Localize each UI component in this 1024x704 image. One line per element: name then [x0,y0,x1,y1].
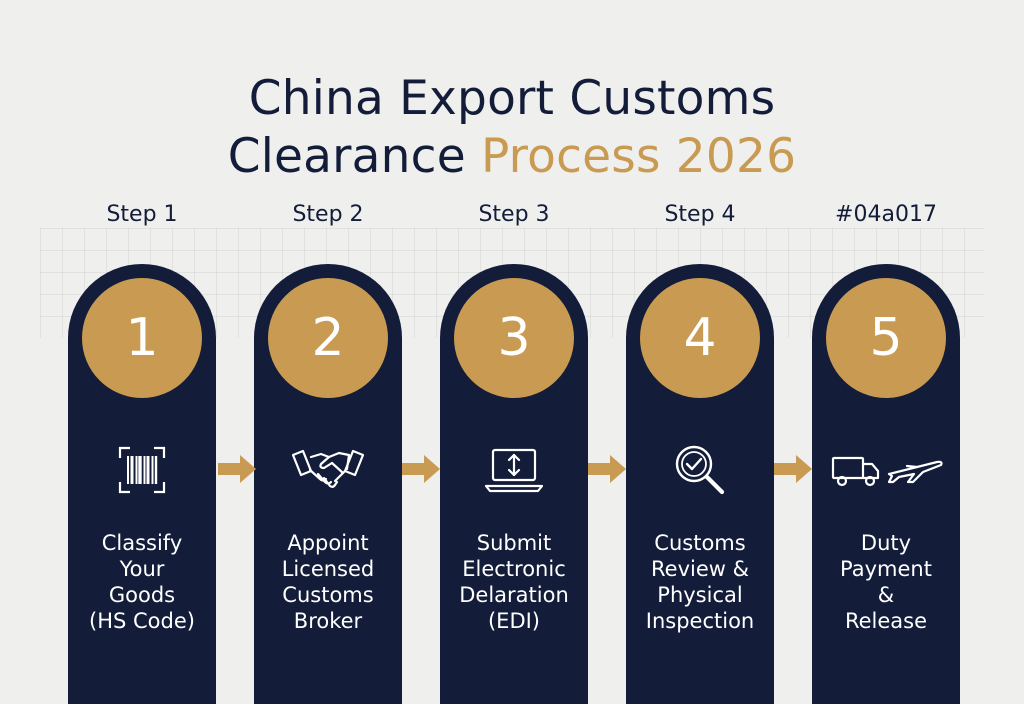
step-number-badge-2: 2 [268,278,388,398]
step-number-badge-4: 4 [640,278,760,398]
step-column-3: 3 Submit Electronic Delaration (EDI) [440,264,588,704]
step-description-5: Duty Payment & Release [840,531,932,633]
step-column-1: 1 Classify Your Goods (HS Code) [68,264,216,704]
step-column-4: 4 Customs Review & Physical Inspection [626,264,774,704]
barcode-icon [102,440,182,500]
step-description-1: Classify Your Goods (HS Code) [89,531,195,633]
step-label-4: Step 4 [664,202,736,227]
step-column-2: 2 Appoint Licensed Customs Broker [254,264,402,704]
title-accent: Process 2026 [480,129,797,184]
step-label-5: #04a017 [835,202,937,227]
step-description-2: Appoint Licensed Customs Broker [281,531,375,633]
step-number-badge-3: 3 [454,278,574,398]
arrow-icon [588,455,626,483]
arrow-icon [774,455,812,483]
truck-plane-icon [830,440,946,500]
step-number-badge-1: 1 [82,278,202,398]
step-label-2: Step 2 [292,202,364,227]
title-line-1: China Export Customs [248,71,776,126]
title-line-2: Clearance Process 2026 [0,128,1024,186]
arrow-icon [402,455,440,483]
magnifier-check-icon [660,440,740,500]
step-label-3: Step 3 [478,202,550,227]
step-description-4: Customs Review & Physical Inspection [645,531,755,633]
title-main: Clearance [227,129,466,184]
step-description-3: Submit Electronic Delaration (EDI) [459,531,569,633]
handshake-icon [288,440,368,500]
step-number-badge-5: 5 [826,278,946,398]
step-column-5: 5 Duty Payment & Release [812,264,960,704]
laptop-upload-icon [474,440,554,500]
page-title: China Export Customs Clearance Process 2… [0,70,1024,186]
step-label-1: Step 1 [106,202,178,227]
arrow-icon [218,455,256,483]
